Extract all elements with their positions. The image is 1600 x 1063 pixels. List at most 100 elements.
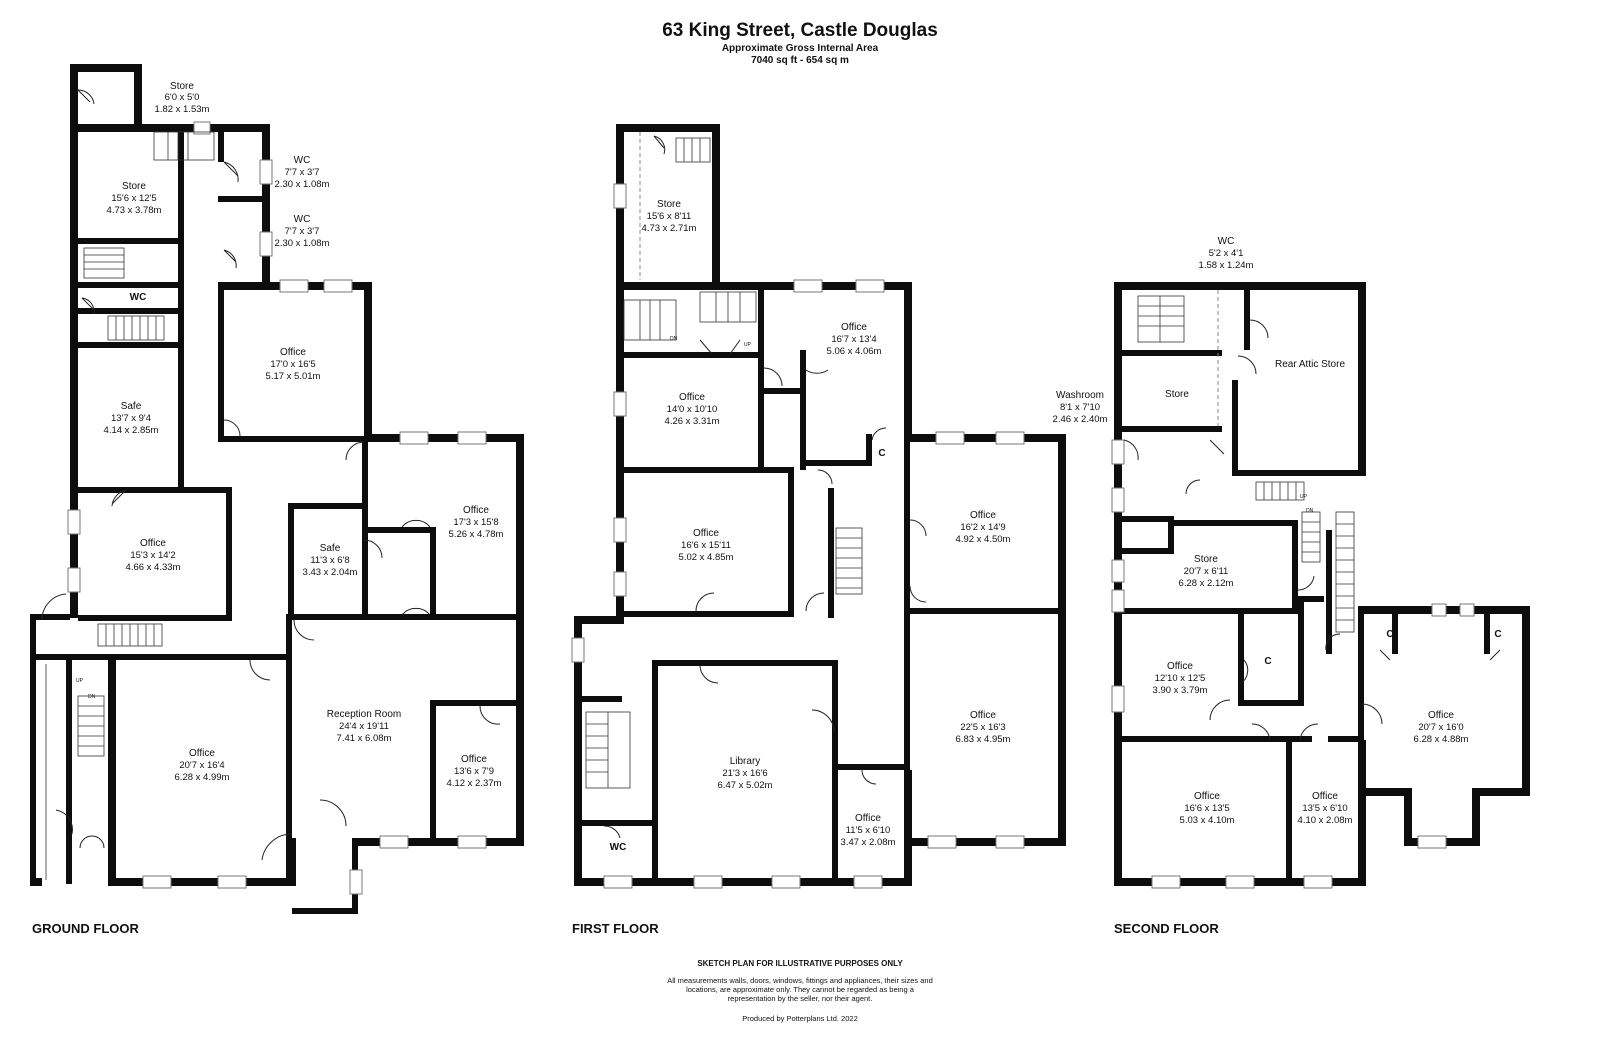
first-window xyxy=(995,835,1025,849)
room-name: Office xyxy=(461,754,487,765)
room-name: Office xyxy=(189,748,215,759)
ground-office-a-east-wall xyxy=(364,282,372,442)
second-stairs-mid xyxy=(1255,481,1355,633)
second-window xyxy=(1111,685,1125,713)
second-window xyxy=(1417,835,1447,849)
room-dims-metric: 4.26 x 3.31m xyxy=(665,416,720,427)
first-office-b-bottom xyxy=(624,467,794,473)
ground-window xyxy=(399,431,429,445)
second-west-wall xyxy=(1114,282,1122,886)
room-dims-imperial: 21'3 x 16'6 xyxy=(722,768,767,779)
room-name: WC xyxy=(130,292,147,303)
first-window xyxy=(693,875,723,889)
ground-stairs-mid xyxy=(107,315,165,341)
ground-office-c-west xyxy=(430,527,436,615)
second-stairs-north xyxy=(1137,295,1185,343)
room-name: Office xyxy=(679,392,705,403)
first-east-wall xyxy=(1058,434,1066,846)
first-office-a-bottom xyxy=(800,460,872,466)
first-window xyxy=(853,875,883,889)
room-dims-imperial: 20'7 x 16'4 xyxy=(179,760,224,771)
room-dims-imperial: 11'3 x 6'8 xyxy=(310,555,349,566)
ground-office-b-bottom xyxy=(78,615,232,621)
ground-window xyxy=(259,231,273,257)
room-name: Library xyxy=(730,756,761,767)
first-office-a-west xyxy=(800,350,806,470)
room-name: Office xyxy=(841,322,867,333)
first-window xyxy=(771,875,801,889)
room-dims-metric: 3.47 x 2.08m xyxy=(841,837,896,848)
room-dims-imperial: 17'3 x 15'8 xyxy=(453,517,498,528)
ground-store-wall xyxy=(78,238,184,244)
room-name: Office xyxy=(140,538,166,549)
first-library-east xyxy=(832,660,838,882)
first-office-f-east xyxy=(904,770,912,886)
ground-wc3-bottom xyxy=(78,308,184,314)
first-window xyxy=(793,279,823,293)
room-dims-metric: 6.28 x 4.88m xyxy=(1414,734,1469,745)
second-window xyxy=(1225,875,1255,889)
room-dims-imperial: 6'0 x 5'0 xyxy=(165,92,200,103)
sketch-note: SKETCH PLAN FOR ILLUSTRATIVE PURPOSES ON… xyxy=(697,959,903,968)
first-stair-up: UP xyxy=(744,342,752,348)
room-dims-metric: 4.73 x 3.78m xyxy=(107,205,162,216)
room-name: C xyxy=(1386,629,1393,640)
first-stairs-north xyxy=(623,137,757,341)
first-office-b-east xyxy=(758,290,764,470)
room-dims-imperial: 17'0 x 16'5 xyxy=(270,359,315,370)
room-dims-imperial: 22'5 x 16'3 xyxy=(960,722,1005,733)
room-dims-metric: 5.06 x 4.06m xyxy=(827,346,882,357)
second-window xyxy=(1431,603,1447,617)
first-stair-wall xyxy=(828,488,834,618)
ground-room-labels: Store 6'0 x 5'0 1.82 x 1.53m Store 15'6 … xyxy=(104,81,504,789)
ground-office-b-east xyxy=(226,487,232,621)
room-dims-metric: 6.28 x 2.12m xyxy=(1179,578,1234,589)
room-dims-imperial: 13'7 x 9'4 xyxy=(111,413,151,424)
room-dims-imperial: 7'7 x 3'7 xyxy=(285,167,320,178)
ground-stairs-sw xyxy=(45,664,105,880)
first-window xyxy=(603,875,633,889)
ground-wc3-top xyxy=(78,282,184,288)
room-dims-metric: 5.03 x 4.10m xyxy=(1180,815,1235,826)
first-window xyxy=(935,431,965,445)
room-name: Rear Attic Store xyxy=(1275,359,1345,370)
room-dims-imperial: 12'10 x 12'5 xyxy=(1155,673,1206,684)
ground-window xyxy=(193,121,211,135)
room-name: WC xyxy=(294,155,311,166)
ground-window xyxy=(259,159,273,185)
ground-window xyxy=(323,279,353,293)
room-name: Store xyxy=(1194,554,1218,565)
ground-window xyxy=(67,509,81,535)
second-doors xyxy=(1123,319,1501,741)
second-office-d-east xyxy=(1358,740,1366,886)
ground-office-d-east xyxy=(286,614,292,886)
first-window xyxy=(613,517,627,543)
second-cupboard-bottom xyxy=(1238,700,1304,706)
room-dims-metric: 5.26 x 4.78m xyxy=(449,529,504,540)
ground-office-d-west-wall xyxy=(108,654,116,884)
room-dims-metric: 2.46 x 2.40m xyxy=(1053,414,1108,425)
ground-sw-wing-wall xyxy=(30,614,36,886)
room-dims-metric: 5.17 x 5.01m xyxy=(266,371,321,382)
second-attic-west-b xyxy=(1232,380,1238,476)
room-name: Reception Room xyxy=(327,709,401,720)
ground-office-e-west xyxy=(430,700,436,840)
ground-stair-up: UP xyxy=(76,678,84,684)
second-window xyxy=(1111,487,1125,513)
second-office-b-west xyxy=(1358,606,1364,740)
second-floor-plan: UP DN xyxy=(1111,282,1530,889)
first-doors xyxy=(603,135,927,839)
room-dims-imperial: 15'6 x 12'5 xyxy=(111,193,156,204)
ground-stairs-hall xyxy=(97,623,163,647)
first-window xyxy=(613,183,627,209)
second-window xyxy=(1303,875,1333,889)
ground-wc-divider xyxy=(218,196,268,202)
room-name: C xyxy=(1264,656,1271,667)
disclaimer: All measurements walls, doors, windows, … xyxy=(667,976,933,1003)
first-window xyxy=(927,835,957,849)
first-north-wall xyxy=(616,282,912,290)
ground-window xyxy=(379,835,409,849)
room-dims-metric: 6.83 x 4.95m xyxy=(956,734,1011,745)
room-dims-imperial: 16'7 x 13'4 xyxy=(831,334,876,345)
first-sw-wall xyxy=(574,616,582,886)
